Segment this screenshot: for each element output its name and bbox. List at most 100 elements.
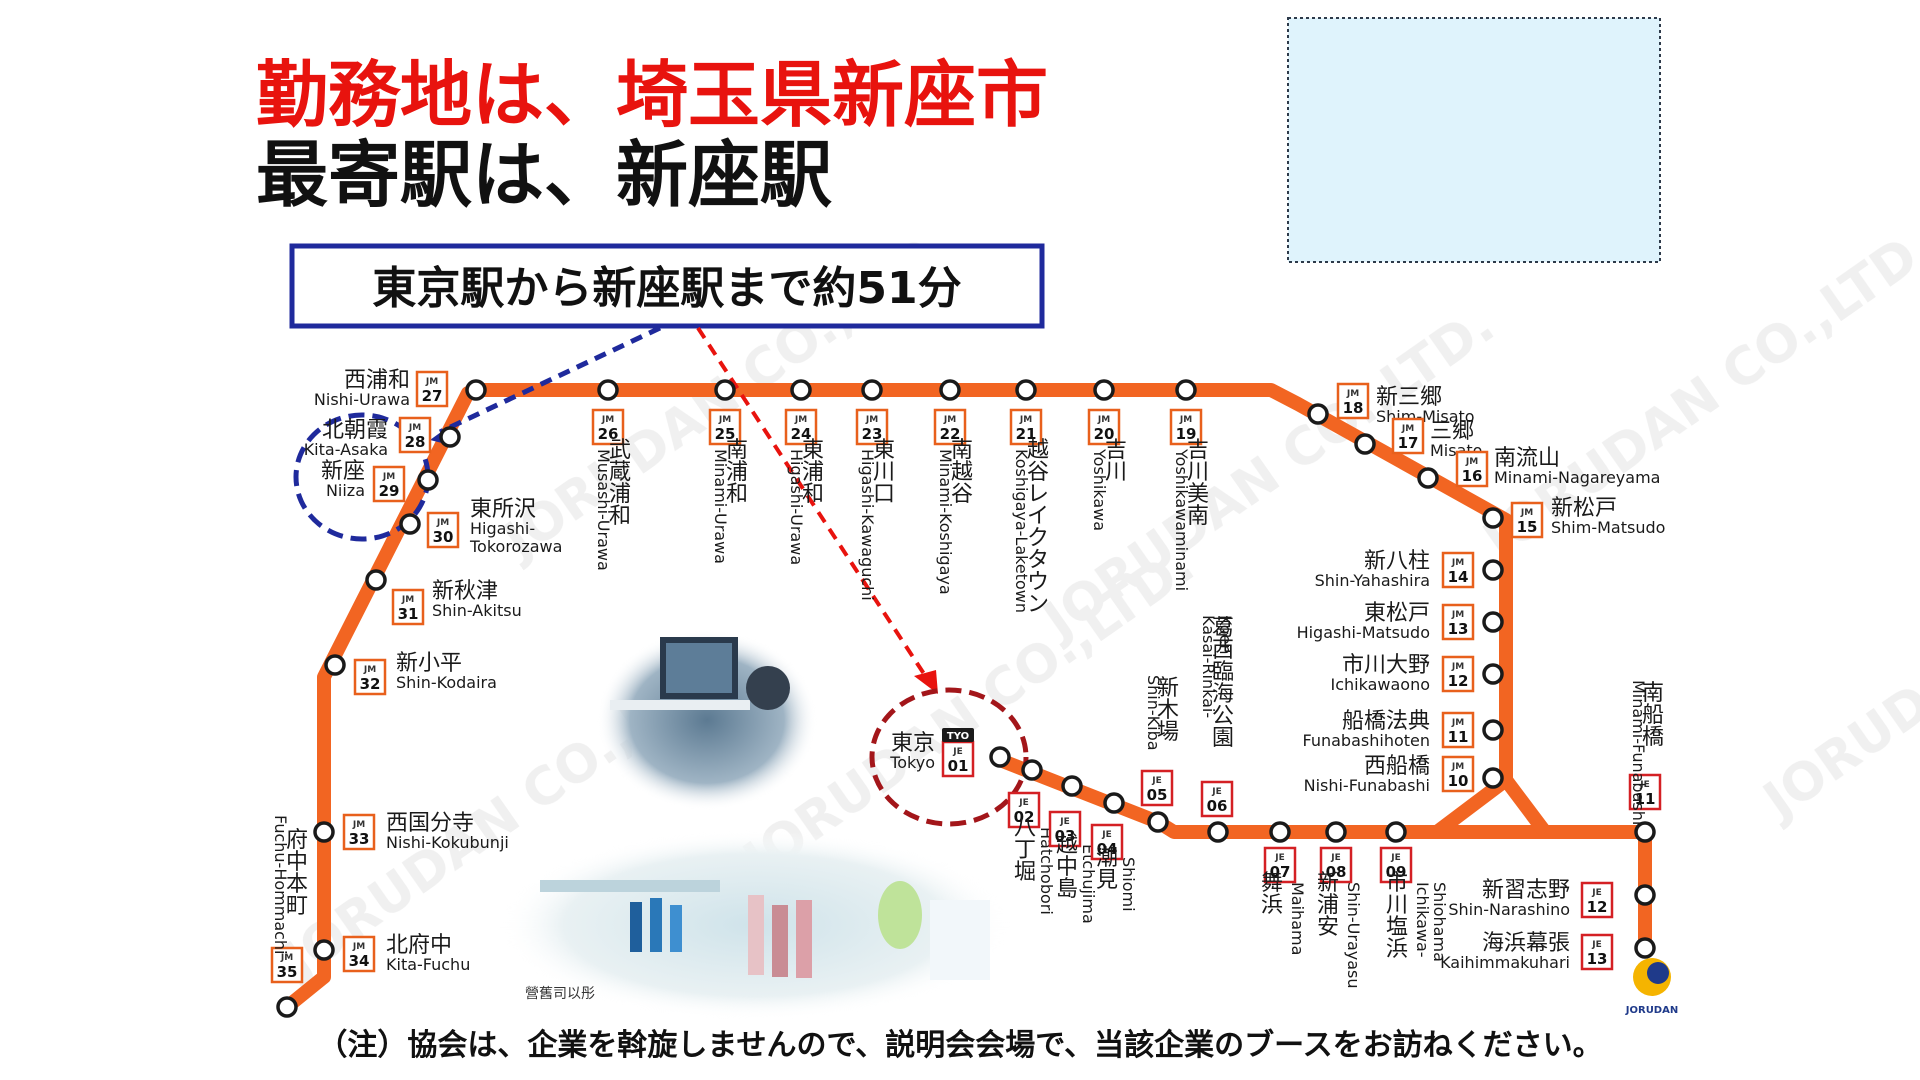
- svg-text:JM: JM: [352, 820, 365, 830]
- station-marker[interactable]: [1417, 467, 1439, 489]
- svg-text:26: 26: [598, 425, 619, 443]
- svg-text:JM: JM: [1019, 415, 1032, 425]
- station-marker[interactable]: [1482, 663, 1504, 685]
- station-marker[interactable]: [714, 379, 736, 401]
- station-marker[interactable]: [313, 821, 335, 843]
- svg-text:三郷: 三郷: [1430, 419, 1474, 444]
- svg-text:21: 21: [1016, 425, 1037, 443]
- station-marker[interactable]: [1482, 559, 1504, 581]
- photo-caption: 營舊司以彤: [525, 986, 595, 1002]
- station-marker[interactable]: [1307, 403, 1329, 425]
- station-marker[interactable]: [939, 379, 961, 401]
- svg-text:02: 02: [1014, 808, 1035, 826]
- svg-text:23: 23: [862, 425, 883, 443]
- svg-text:JM: JM: [794, 415, 807, 425]
- station-marker[interactable]: [313, 939, 335, 961]
- station-marker[interactable]: [324, 654, 346, 676]
- station-marker[interactable]: [1325, 821, 1347, 843]
- station-marker[interactable]: [417, 469, 439, 491]
- station-marker[interactable]: [1482, 767, 1504, 789]
- station-marker[interactable]: [1175, 379, 1197, 401]
- station-marker[interactable]: [1482, 611, 1504, 633]
- svg-text:JM: JM: [436, 518, 449, 528]
- station-marker[interactable]: [399, 513, 421, 535]
- route-time-box: [289, 243, 1045, 329]
- svg-text:JM: JM: [1451, 610, 1464, 620]
- station-marker[interactable]: [1061, 775, 1083, 797]
- station-marker[interactable]: [1482, 719, 1504, 741]
- station-marker[interactable]: [1207, 821, 1229, 843]
- station-marker[interactable]: [465, 379, 487, 401]
- station-marker[interactable]: [1634, 884, 1656, 906]
- station-marker[interactable]: [989, 746, 1011, 768]
- station-marker[interactable]: [1103, 792, 1125, 814]
- svg-text:市川塩浜: 市川塩浜: [1386, 871, 1408, 962]
- station-marker[interactable]: [597, 379, 619, 401]
- station-marker[interactable]: [1634, 937, 1656, 959]
- station-marker[interactable]: [1385, 821, 1407, 843]
- svg-text:JE: JE: [1151, 776, 1162, 786]
- svg-text:Musashi-Urawa: Musashi-Urawa: [594, 449, 613, 571]
- station-marker[interactable]: [1147, 811, 1169, 833]
- svg-text:JM: JM: [1346, 389, 1359, 399]
- station-marker[interactable]: [1015, 379, 1037, 401]
- station-marker[interactable]: [1021, 759, 1043, 781]
- svg-text:Maihama: Maihama: [1288, 882, 1307, 955]
- svg-text:Hatchobori: Hatchobori: [1037, 827, 1056, 915]
- station-marker[interactable]: [365, 569, 387, 591]
- station-marker[interactable]: [1634, 821, 1656, 843]
- station-marker[interactable]: [1354, 433, 1376, 455]
- svg-text:34: 34: [349, 952, 370, 970]
- tokyo-highlight: [869, 687, 1029, 827]
- station-marker[interactable]: [1269, 821, 1291, 843]
- svg-text:16: 16: [1462, 467, 1483, 485]
- station-marker[interactable]: [790, 379, 812, 401]
- svg-text:Koen: Koen: [1216, 615, 1235, 654]
- station-marker[interactable]: [861, 379, 883, 401]
- svg-text:JE: JE: [1059, 817, 1070, 827]
- station-marker[interactable]: [276, 996, 298, 1018]
- station-marker[interactable]: [1093, 379, 1115, 401]
- station-marker[interactable]: [439, 426, 461, 448]
- svg-text:新座: 新座: [321, 459, 365, 484]
- station-marker[interactable]: [1482, 507, 1504, 529]
